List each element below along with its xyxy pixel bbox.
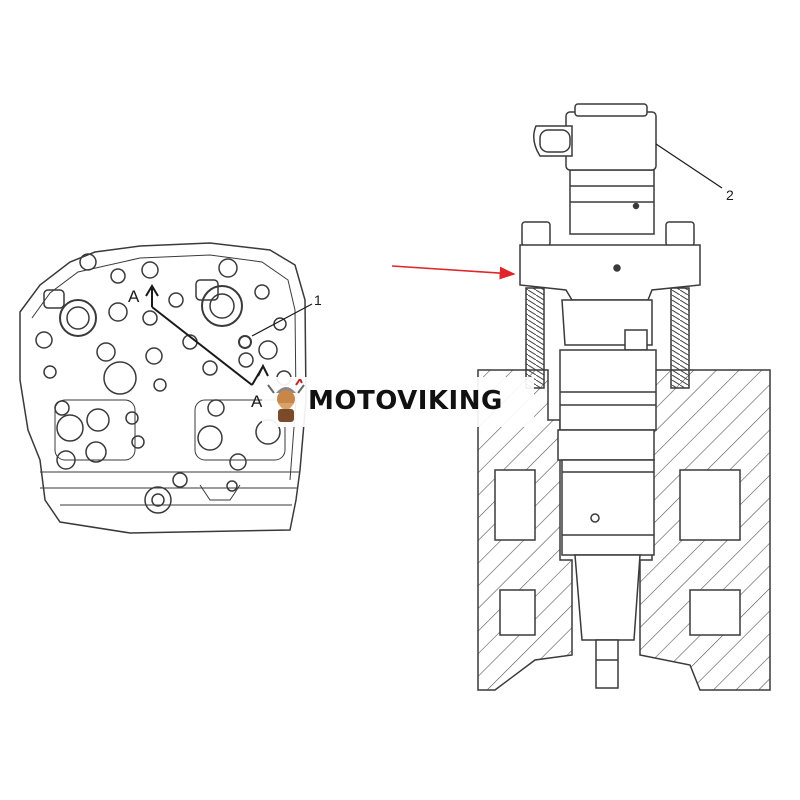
section-label-a-bottom: A: [251, 392, 263, 411]
callout-1: 1: [314, 292, 322, 308]
injector-section-view: [391, 103, 771, 691]
callout-2: 2: [726, 187, 734, 203]
brand-name: MOTOVIKING: [308, 386, 503, 416]
section-label-a-top: A: [128, 287, 140, 306]
viking-mascot-icon: [267, 379, 305, 422]
cylinder-head-top-view: [19, 242, 313, 534]
brand-watermark: MOTOVIKING: [262, 377, 534, 427]
red-pointer-arrow: [391, 265, 516, 280]
